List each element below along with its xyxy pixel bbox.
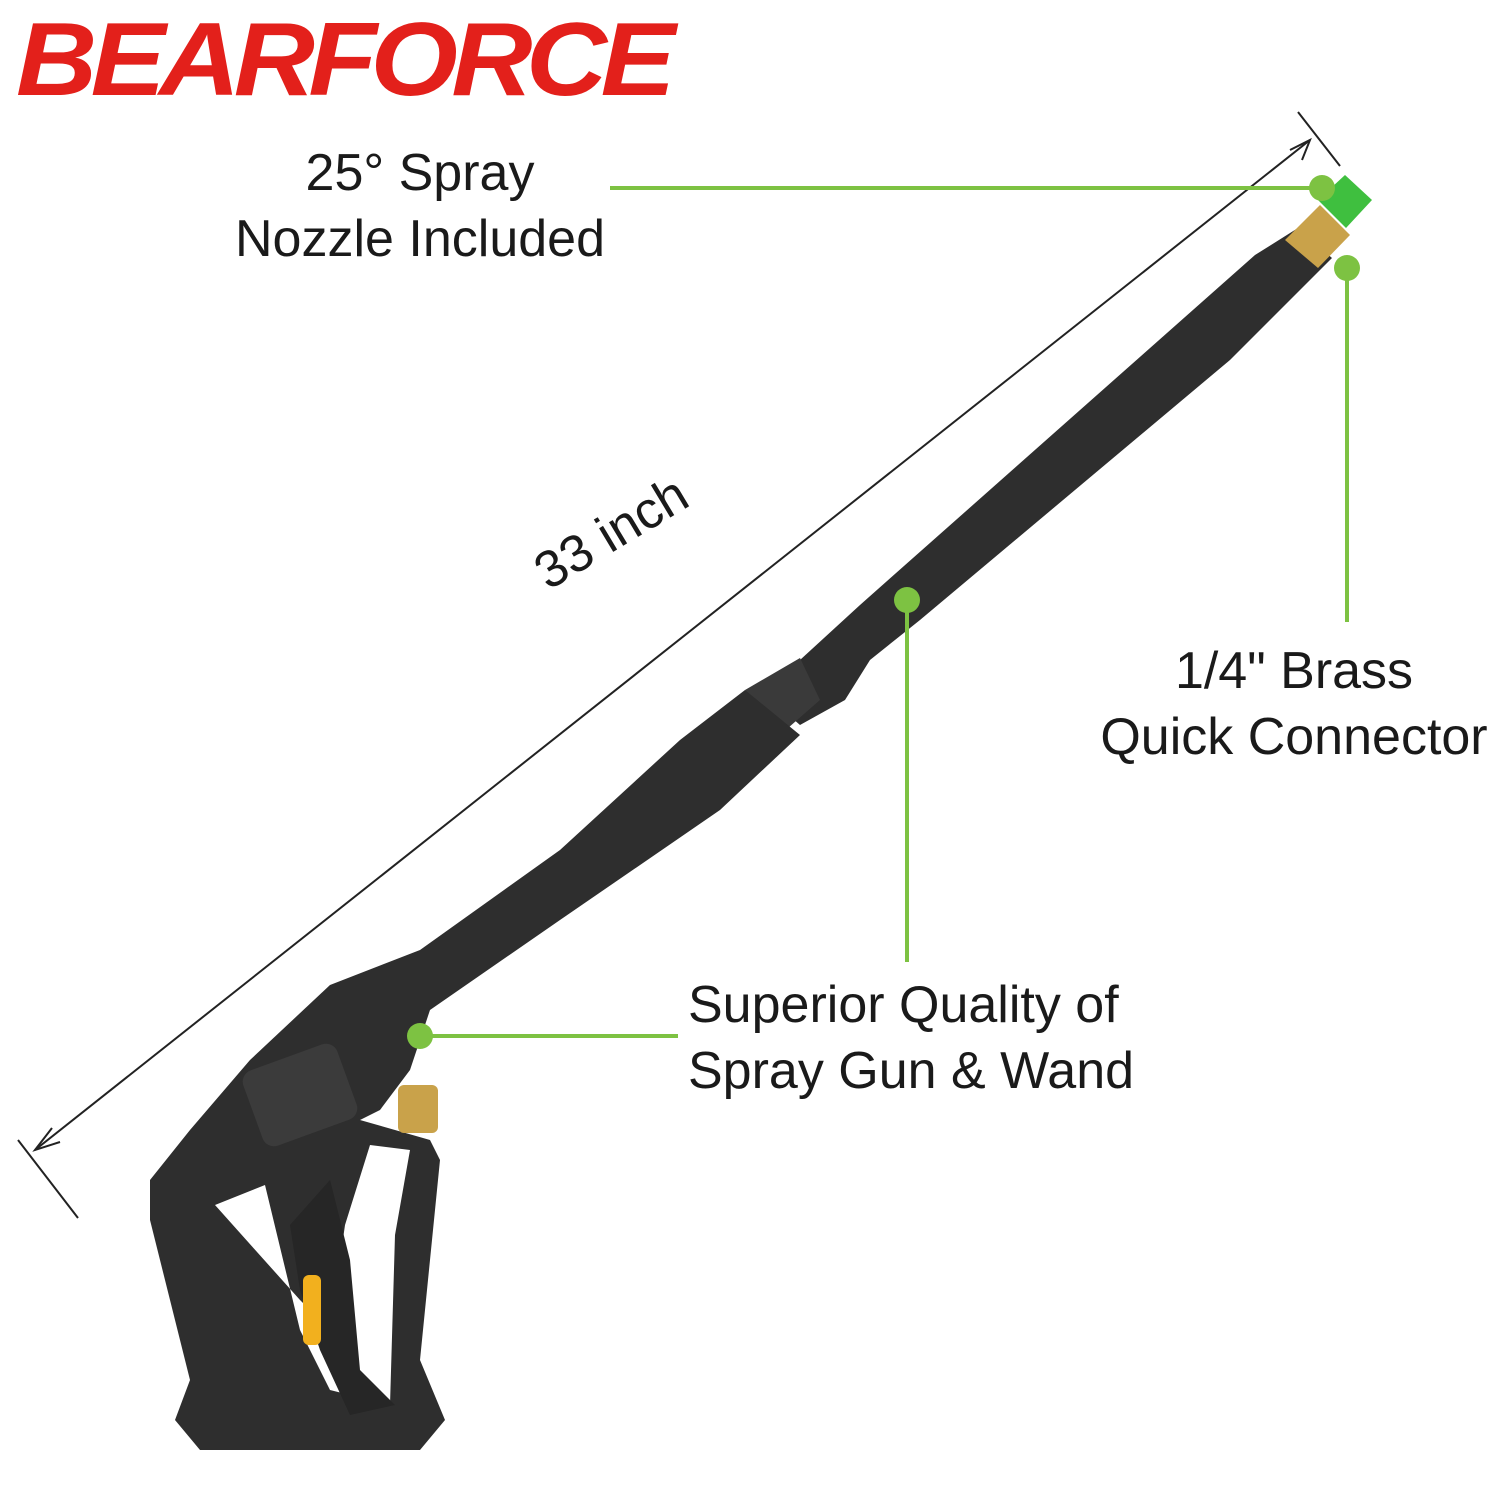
nozzle-callout-line1: 25° Spray <box>305 144 535 202</box>
dimension-line <box>17 111 1341 1219</box>
wand-callout-dot <box>894 587 920 613</box>
callout-lines <box>420 186 1349 1038</box>
callout-dots <box>407 175 1360 1049</box>
gun-callout-dot <box>407 1023 433 1049</box>
nozzle-callout-label: 25° Spray Nozzle Included <box>230 140 610 272</box>
quality-callout-line1: Superior Quality of <box>688 976 1119 1034</box>
connector-callout-dot <box>1334 255 1360 281</box>
connector-callout-line1: 1/4" Brass <box>1174 642 1414 700</box>
brand-logo: BEARFORCE <box>16 2 676 118</box>
quality-callout-label: Superior Quality of Spray Gun & Wand <box>688 972 1134 1104</box>
brass-inlet <box>398 1085 438 1133</box>
connector-callout-line2: Quick Connector <box>1100 708 1488 766</box>
trigger-lock-accent <box>303 1275 321 1345</box>
spray-gun-body <box>150 690 800 1450</box>
nozzle-callout-line2: Nozzle Included <box>235 210 605 268</box>
quality-callout-line2: Spray Gun & Wand <box>688 1042 1135 1100</box>
connector-callout-label: 1/4" Brass Quick Connector <box>1092 638 1496 770</box>
nozzle-callout-dot <box>1309 175 1335 201</box>
